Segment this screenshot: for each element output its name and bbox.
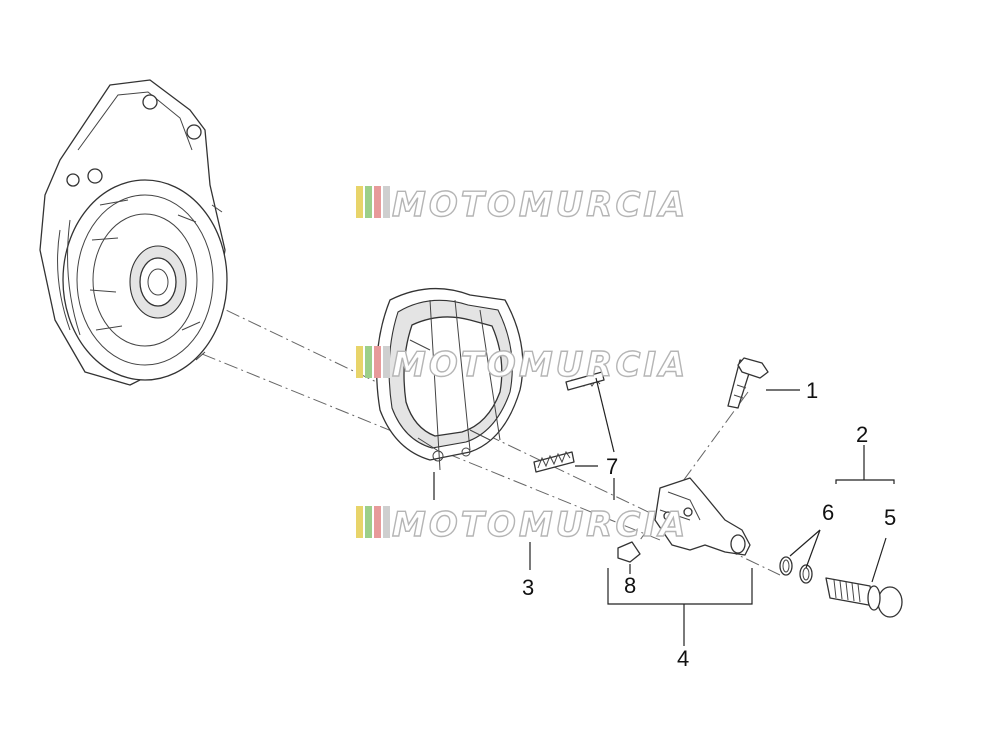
callout-8: 8 xyxy=(624,573,636,598)
callout-6: 6 xyxy=(822,500,834,525)
callout-labels: 1 2 3 4 5 6 7 8 xyxy=(522,378,896,671)
leader-lines xyxy=(433,377,895,646)
callout-1: 1 xyxy=(806,378,818,403)
watermark-text: MOTOMURCIA xyxy=(392,185,688,225)
watermark-text: MOTOMURCIA xyxy=(392,505,688,545)
brake-cam-lever xyxy=(617,477,751,563)
callout-7: 7 xyxy=(606,454,618,479)
brake-cam-shaft xyxy=(825,577,903,618)
callout-2: 2 xyxy=(856,422,868,447)
brake-shoe-assembly xyxy=(376,287,524,471)
watermark-text: MOTOMURCIA xyxy=(392,345,688,385)
callout-3: 3 xyxy=(522,575,534,600)
brake-hub-housing xyxy=(39,79,228,386)
watermark-top: MOTOMURCIA xyxy=(356,184,688,226)
o-rings xyxy=(779,556,813,584)
bolt xyxy=(727,357,769,409)
callout-5: 5 xyxy=(884,505,896,530)
brake-springs xyxy=(533,371,605,473)
watermark-middle: MOTOMURCIA xyxy=(356,344,688,386)
watermark-bottom: MOTOMURCIA xyxy=(356,504,688,546)
callout-4: 4 xyxy=(677,646,689,671)
